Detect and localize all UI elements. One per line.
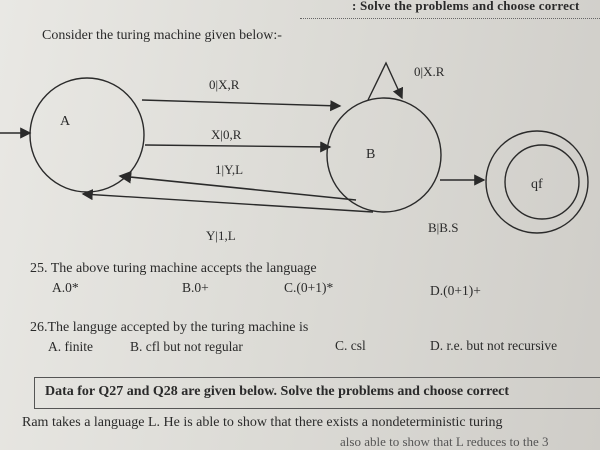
q26-option-d: D. r.e. but not recursive: [430, 338, 558, 353]
top-section-banner: : Solve the problems and choose correct: [300, 0, 600, 19]
state-b-circle: [326, 97, 442, 213]
label-b-loop: 0|X.R: [414, 64, 445, 79]
label-a-b-mid: X|0,R: [211, 127, 242, 142]
q25-option-a: A.0*: [52, 280, 79, 295]
question-26-text: 26.The languge accepted by the turing ma…: [30, 320, 309, 335]
label-b-a-lower: Y|1,L: [206, 228, 236, 243]
state-b-label: B: [366, 147, 376, 162]
final-state-label: qf: [531, 177, 543, 192]
label-b-final: B|B.S: [428, 220, 459, 235]
transition-b-loop: [367, 61, 404, 101]
q25-option-b: B.0+: [182, 280, 209, 295]
state-a-circle: [29, 77, 145, 193]
banner-text: : Solve the problems and choose correct: [352, 0, 580, 13]
data-section-box: Data for Q27 and Q28 are given below. So…: [34, 377, 600, 409]
q26-option-c: C. csl: [335, 338, 366, 353]
q25-option-d: D.(0+1)+: [430, 283, 481, 298]
turing-machine-diagram: [0, 61, 589, 234]
question-25-text: 25. The above turing machine accepts the…: [30, 261, 317, 276]
transition-b-a-lower: [81, 189, 374, 213]
label-a-b-top: 0|X,R: [209, 77, 240, 92]
state-a-label: A: [60, 114, 71, 129]
transition-a-b-top: [141, 99, 342, 112]
final-state-outer-circle: [485, 130, 589, 234]
paragraph-line-1: Ram takes a language L. He is able to sh…: [22, 415, 503, 430]
paragraph-line-2: also able to show that L reduces to the …: [340, 434, 549, 449]
q26-option-b: B. cfl but not regular: [130, 339, 243, 354]
intro-text: Consider the turing machine given below:…: [42, 28, 282, 43]
transition-a-b-mid: [144, 141, 332, 153]
label-b-a-upper: 1|Y,L: [215, 162, 244, 177]
q26-option-a: A. finite: [48, 339, 93, 354]
final-state-inner-circle: [504, 144, 580, 220]
data-section-title: Data for Q27 and Q28 are given below. So…: [45, 384, 510, 399]
transition-b-a-upper: [118, 170, 357, 201]
q25-option-c: C.(0+1)*: [284, 280, 334, 295]
